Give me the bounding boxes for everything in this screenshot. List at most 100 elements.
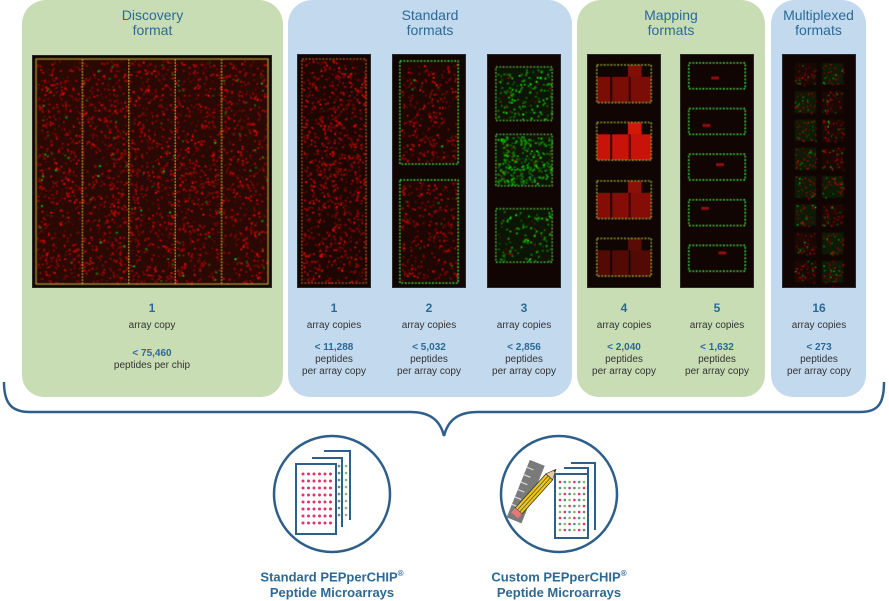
- array-spot: [323, 514, 327, 518]
- array-spot: [318, 500, 321, 504]
- array-spot: [323, 486, 327, 490]
- array-spot: [577, 492, 581, 496]
- array-spot: [307, 521, 310, 525]
- array-spot: [329, 507, 332, 511]
- array-spot: [307, 500, 310, 504]
- array-spot: [301, 479, 305, 483]
- chip-scan-multiplexed-16: [782, 54, 856, 288]
- array-spot: [568, 528, 571, 532]
- array-spot: [563, 504, 567, 508]
- array-spot: [307, 514, 310, 518]
- array-spot: [573, 528, 576, 532]
- array-spot: [301, 493, 305, 497]
- peptide-label-sub: per array copy: [397, 366, 461, 377]
- array-spot: [323, 472, 327, 476]
- array-spot: [337, 478, 341, 482]
- peptide-label: peptides: [505, 354, 543, 365]
- array-spot: [318, 514, 321, 518]
- array-spot: [344, 513, 348, 517]
- array-spot: [318, 486, 321, 490]
- curly-brace-connector: [2, 381, 886, 437]
- array-spot: [563, 522, 567, 526]
- peptide-label: peptides: [315, 354, 353, 365]
- format-column: 16 array copies < 273 peptides per array…: [774, 301, 864, 378]
- array-spot: [312, 493, 316, 497]
- copies-count: 16: [812, 301, 826, 315]
- array-spot: [337, 506, 341, 510]
- format-column: 5 array copies < 1,632 peptides per arra…: [672, 301, 762, 378]
- array-spot: [577, 528, 581, 532]
- chip-scan-standard-1: [297, 54, 371, 288]
- format-column: 4 array copies < 2,040 peptides per arra…: [579, 301, 669, 378]
- peptide-label-sub: per array copy: [492, 366, 556, 377]
- array-spot: [307, 493, 310, 497]
- array-spot: [573, 492, 576, 496]
- product-title-custom: Custom PEPperCHIP®Peptide Microarrays: [491, 569, 627, 601]
- array-spot: [558, 486, 562, 490]
- array-spot: [563, 492, 567, 496]
- array-spot: [563, 528, 567, 532]
- array-spot: [563, 498, 567, 502]
- array-spot: [329, 500, 332, 504]
- pencil-icon: [511, 468, 557, 519]
- copies-count: 2: [425, 301, 433, 315]
- array-spot: [301, 500, 305, 504]
- array-spot: [582, 528, 586, 532]
- array-spot: [568, 492, 571, 496]
- array-spot: [558, 504, 562, 508]
- peptide-count: < 273: [806, 342, 832, 353]
- array-spot: [301, 514, 305, 518]
- array-spot: [301, 507, 305, 511]
- array-spot: [568, 516, 571, 520]
- array-spot: [582, 510, 586, 514]
- array-spot: [563, 516, 567, 520]
- array-spot: [568, 480, 571, 484]
- array-spot: [573, 480, 576, 484]
- array-spot: [344, 506, 348, 510]
- array-spot: [301, 472, 305, 476]
- copies-count: 4: [620, 301, 628, 315]
- peptide-label-sub: per array copy: [302, 366, 366, 377]
- array-spot: [344, 499, 348, 503]
- array-spot: [312, 507, 316, 511]
- array-spot: [563, 510, 567, 514]
- chip-scan-discovery: [32, 55, 272, 288]
- array-spot: [344, 478, 348, 482]
- array-spot: [577, 522, 581, 526]
- array-spot: [337, 499, 341, 503]
- peptide-label: peptides: [698, 354, 736, 365]
- peptide-label: peptides: [800, 354, 838, 365]
- array-spot: [568, 504, 571, 508]
- array-spot: [573, 510, 576, 514]
- array-spot: [337, 464, 341, 468]
- format-column: 3 array copies < 2,856 peptides per arra…: [479, 301, 569, 378]
- array-spot: [558, 480, 562, 484]
- peptide-count: < 11,288: [314, 342, 354, 353]
- array-spot: [344, 485, 348, 489]
- format-column: 1 array copy < 75,460 peptides per chip: [62, 301, 242, 372]
- array-spot: [344, 471, 348, 475]
- array-spot: [577, 480, 581, 484]
- peptide-count: < 2,856: [507, 342, 541, 353]
- copies-count: 5: [713, 301, 721, 315]
- array-spot: [582, 498, 586, 502]
- array-spot: [307, 507, 310, 511]
- copies-label: array copies: [306, 320, 362, 331]
- copies-count: 1: [148, 301, 156, 315]
- copies-label: array copies: [791, 320, 847, 331]
- array-spot: [582, 486, 586, 490]
- array-spot: [577, 486, 581, 490]
- format-column: 2 array copies < 5,032 peptides per arra…: [384, 301, 474, 378]
- array-spot: [323, 507, 327, 511]
- peptide-label: peptides: [410, 354, 448, 365]
- peptide-label-sub: per array copy: [787, 366, 851, 377]
- array-spot: [344, 464, 348, 468]
- array-spot: [573, 498, 576, 502]
